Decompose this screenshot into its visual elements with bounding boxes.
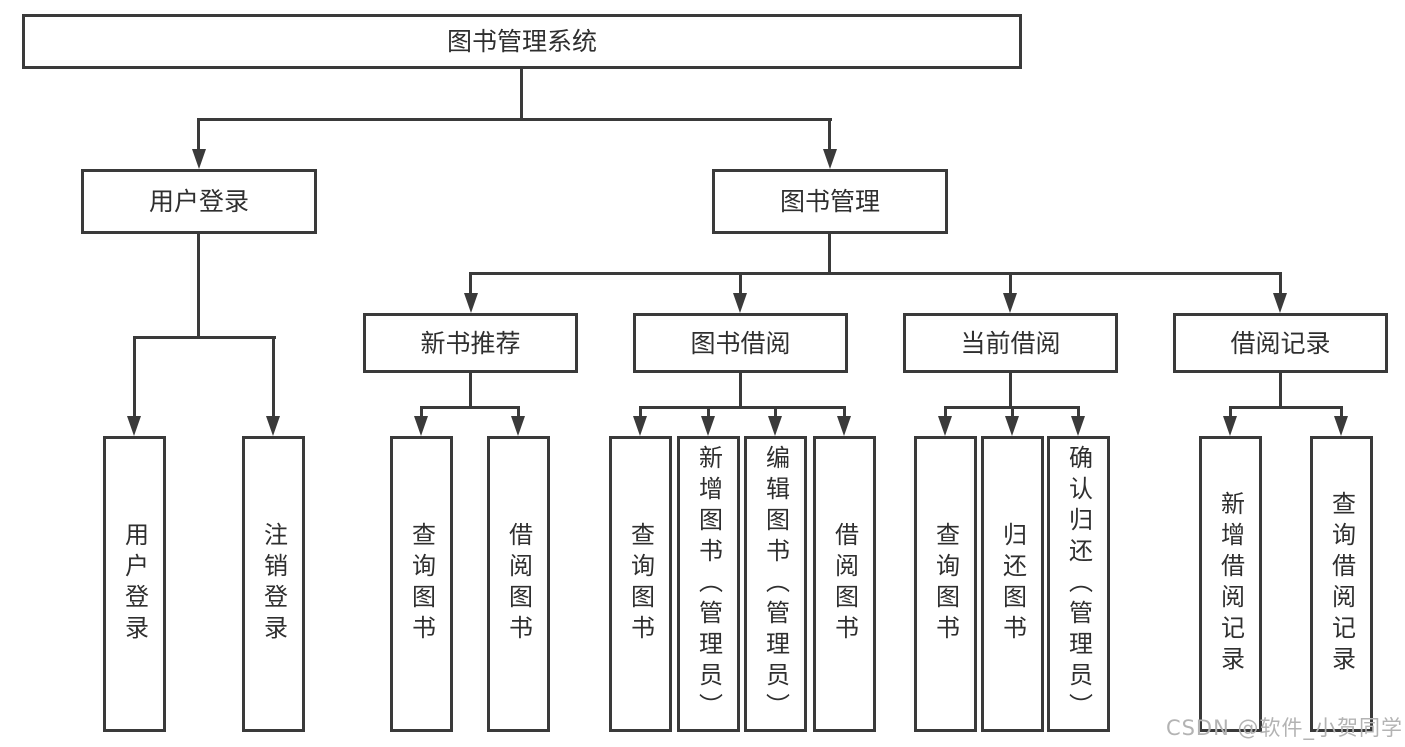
arrow-down-icon: [701, 416, 715, 436]
node-book-borrow: 图书借阅: [633, 313, 848, 373]
node-book-management: 图书管理: [712, 169, 948, 234]
arrow-down-icon: [192, 149, 206, 169]
connector: [1009, 373, 1012, 406]
connector: [1229, 406, 1343, 409]
connector: [1009, 272, 1012, 295]
arrow-down-icon: [1273, 293, 1287, 313]
connector: [469, 373, 472, 406]
arrow-down-icon: [464, 293, 478, 313]
arrow-down-icon: [837, 416, 851, 436]
connector: [197, 118, 832, 121]
leaf-borrow-borrow-books: 借阅图书: [813, 436, 876, 732]
arrow-down-icon: [1071, 416, 1085, 436]
leaf-user-login: 用户登录: [103, 436, 166, 732]
node-current-borrow-label: 当前借阅: [960, 328, 1061, 358]
connector: [517, 406, 520, 418]
connector: [1011, 406, 1014, 418]
connector: [420, 406, 423, 418]
node-root: 图书管理系统: [22, 14, 1022, 69]
connector: [133, 336, 136, 417]
connector: [469, 272, 472, 295]
connector: [639, 406, 846, 409]
leaf-current-confirm-return-admin-label: 确认归还（管理员）: [1064, 444, 1093, 724]
arrow-down-icon: [938, 416, 952, 436]
arrow-down-icon: [1005, 416, 1019, 436]
connector: [197, 234, 200, 336]
leaf-current-return-books: 归还图书: [981, 436, 1044, 732]
leaf-recommend-query-books: 查询图书: [390, 436, 453, 732]
connector: [133, 336, 276, 339]
node-new-book-recommend: 新书推荐: [363, 313, 578, 373]
leaf-records-query-record: 查询借阅记录: [1310, 436, 1373, 732]
node-new-book-recommend-label: 新书推荐: [420, 328, 521, 358]
connector: [739, 373, 742, 406]
leaf-borrow-borrow-books-label: 借阅图书: [830, 522, 859, 646]
arrow-down-icon: [1003, 293, 1017, 313]
leaf-current-query-books-label: 查询图书: [931, 522, 960, 646]
leaf-logout-label: 注销登录: [259, 522, 288, 646]
connector: [707, 406, 710, 418]
leaf-records-query-record-label: 查询借阅记录: [1327, 491, 1356, 677]
arrow-down-icon: [768, 416, 782, 436]
arrow-down-icon: [511, 416, 525, 436]
arrow-down-icon: [1223, 416, 1237, 436]
connector: [944, 406, 947, 418]
connector: [469, 272, 1282, 275]
leaf-current-return-books-label: 归还图书: [998, 522, 1027, 646]
leaf-recommend-borrow-books-label: 借阅图书: [504, 522, 533, 646]
connector: [1340, 406, 1343, 418]
leaf-borrow-query-books-label: 查询图书: [626, 522, 655, 646]
watermark: CSDN @软件_小贺同学: [1165, 716, 1403, 740]
connector: [828, 118, 831, 150]
connector: [272, 336, 275, 417]
leaf-current-confirm-return-admin: 确认归还（管理员）: [1047, 436, 1110, 732]
leaf-logout: 注销登录: [242, 436, 305, 732]
node-book-borrow-label: 图书借阅: [690, 328, 791, 358]
connector: [774, 406, 777, 418]
node-borrow-records-label: 借阅记录: [1230, 328, 1331, 358]
node-borrow-records: 借阅记录: [1173, 313, 1388, 373]
leaf-borrow-edit-books-admin-label: 编辑图书（管理员）: [761, 444, 790, 724]
connector: [520, 69, 523, 120]
arrow-down-icon: [414, 416, 428, 436]
connector: [1279, 373, 1282, 406]
connector: [420, 406, 520, 409]
arrow-down-icon: [266, 416, 280, 436]
connector: [1279, 272, 1282, 295]
connector: [1077, 406, 1080, 418]
connector: [1229, 406, 1232, 418]
connector: [739, 272, 742, 295]
node-book-management-label: 图书管理: [779, 187, 880, 216]
node-user-login: 用户登录: [81, 169, 317, 234]
leaf-user-login-label: 用户登录: [120, 522, 149, 646]
leaf-recommend-query-books-label: 查询图书: [407, 522, 436, 646]
leaf-borrow-add-books-admin-label: 新增图书（管理员）: [694, 444, 723, 724]
arrow-down-icon: [127, 416, 141, 436]
node-root-label: 图书管理系统: [446, 27, 597, 56]
connector: [828, 234, 831, 275]
connector: [197, 118, 200, 150]
node-current-borrow: 当前借阅: [903, 313, 1118, 373]
leaf-records-add-record-label: 新增借阅记录: [1216, 491, 1245, 677]
leaf-records-add-record: 新增借阅记录: [1199, 436, 1262, 732]
arrow-down-icon: [1334, 416, 1348, 436]
arrow-down-icon: [633, 416, 647, 436]
leaf-borrow-edit-books-admin: 编辑图书（管理员）: [744, 436, 807, 732]
leaf-borrow-add-books-admin: 新增图书（管理员）: [677, 436, 740, 732]
connector: [639, 406, 642, 418]
connector: [843, 406, 846, 418]
node-user-login-label: 用户登录: [148, 187, 249, 216]
arrow-down-icon: [823, 149, 837, 169]
leaf-recommend-borrow-books: 借阅图书: [487, 436, 550, 732]
arrow-down-icon: [733, 293, 747, 313]
leaf-borrow-query-books: 查询图书: [609, 436, 672, 732]
leaf-current-query-books: 查询图书: [914, 436, 977, 732]
